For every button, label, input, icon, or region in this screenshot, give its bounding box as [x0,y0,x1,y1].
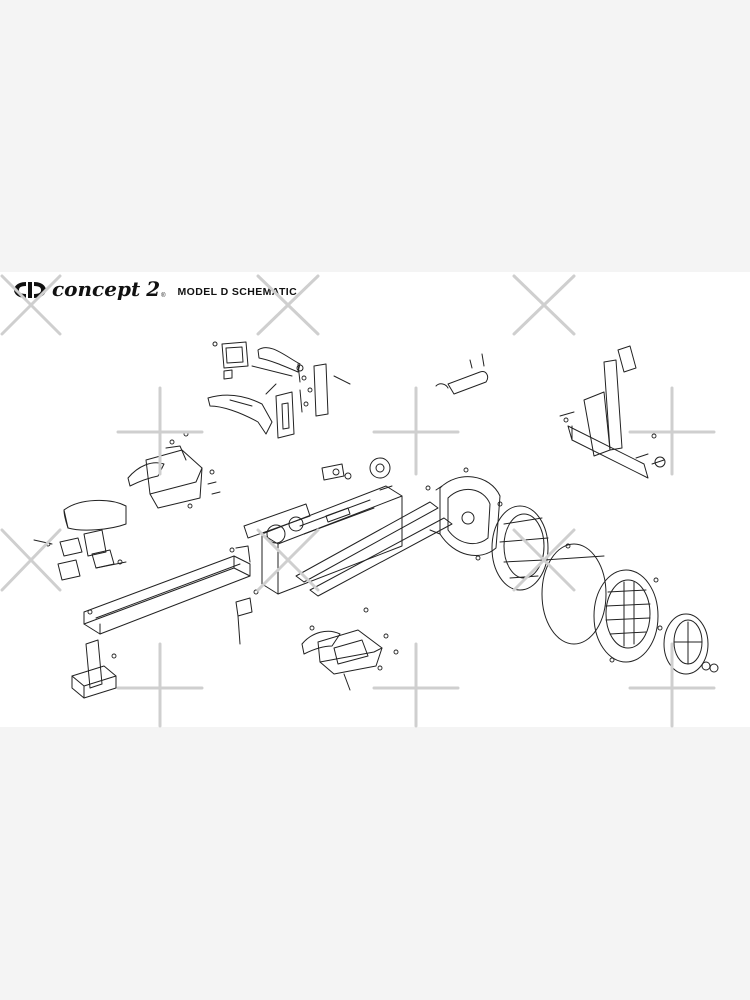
monorail-rail [83,555,251,635]
brand-header: concept 2 ® MODEL D SCHEMATIC [12,274,297,300]
monitor-arm [251,347,304,377]
front-leg-brackets [235,545,253,645]
registered-mark: ® [161,293,166,299]
handle-cable [435,353,489,395]
seat-assembly [33,499,127,581]
bottom-margin [0,727,750,1000]
chain-shroud [295,501,453,597]
concept2-logo-icon [14,282,46,298]
monitor-assembly [212,341,249,380]
exploded-view-drawing [33,341,719,699]
flywheel-housing [429,476,501,556]
hardware-fasteners [45,375,663,671]
damper-grill [663,613,719,675]
top-margin [0,0,750,272]
flywheel-cover [593,569,659,663]
rear-footrest [301,629,383,691]
brand-name: concept [52,277,141,301]
flywheel-fan [491,505,549,591]
page-title: MODEL D SCHEMATIC [177,286,298,298]
flywheel-shroud-ring [541,543,607,645]
schematic-sheet: concept 2 ® MODEL D SCHEMATIC [0,272,750,727]
front-footrest [127,445,221,509]
front-frame-plates [275,363,351,439]
monitor-stand [559,345,666,479]
rear-leg [71,639,117,699]
brand-number: 2 [146,277,161,301]
handle-bar [207,383,277,435]
